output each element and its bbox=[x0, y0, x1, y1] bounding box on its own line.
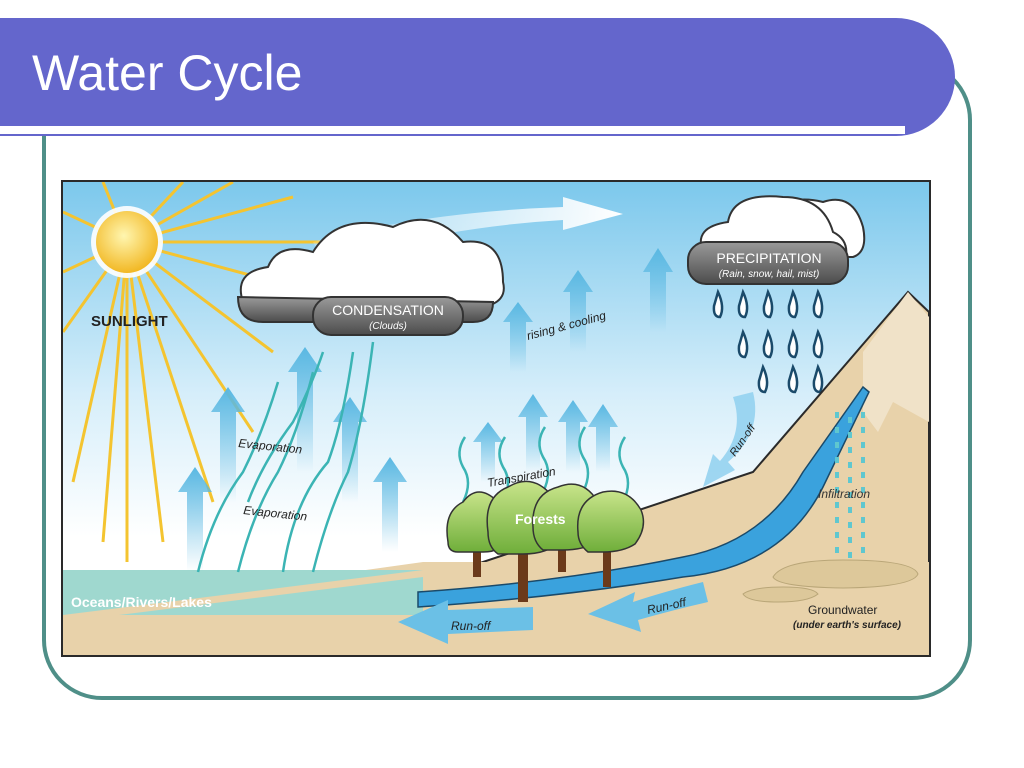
forest-trees-icon bbox=[446, 480, 645, 602]
sunlight-label: SUNLIGHT bbox=[91, 313, 168, 330]
oceans-label: Oceans/Rivers/Lakes bbox=[71, 594, 212, 610]
ocean-shore bbox=[63, 570, 423, 622]
runoff-bottom-arrow bbox=[398, 600, 533, 644]
evaporation-label-2: Evaporation bbox=[243, 503, 308, 524]
rising-cooling-arrows-icon bbox=[503, 248, 673, 372]
title-bar bbox=[0, 18, 955, 136]
rain-drops-icon bbox=[712, 288, 824, 394]
infiltration-dots-icon bbox=[835, 412, 865, 558]
infiltration-label: Infiltration bbox=[818, 487, 870, 501]
mountain-snow bbox=[863, 292, 929, 432]
precipitation-label: PRECIPITATION bbox=[716, 250, 821, 266]
slide-title: Water Cycle bbox=[32, 45, 303, 101]
precipitation-cloud-icon bbox=[687, 195, 866, 285]
precipitation-sublabel: (Rain, snow, hail, mist) bbox=[719, 269, 820, 280]
evaporation-streams-icon bbox=[196, 341, 375, 573]
groundwater-sublabel: (under earth's surface) bbox=[793, 620, 902, 631]
condensation-sublabel: (Clouds) bbox=[369, 321, 407, 332]
infiltration-pool bbox=[772, 559, 919, 589]
wind-arrow-icon bbox=[313, 197, 623, 262]
sun-icon bbox=[63, 182, 323, 562]
diagram-canvas: SUNLIGHT CONDENSATION (Clouds) PRECIPITA… bbox=[63, 182, 929, 655]
groundwater-label: Groundwater bbox=[808, 603, 877, 617]
runoff-middle-arrow bbox=[588, 582, 708, 632]
title-underline bbox=[0, 126, 905, 134]
condensation-cloud-icon bbox=[236, 218, 505, 336]
river bbox=[417, 385, 870, 608]
evaporation-label-1: Evaporation bbox=[238, 436, 303, 457]
runoff-bottom-label: Run-off bbox=[451, 619, 492, 633]
runoff-slope-arrow bbox=[703, 392, 756, 487]
groundwater-pool bbox=[742, 586, 819, 603]
evaporation-arrows-icon bbox=[178, 347, 407, 572]
condensation-label: CONDENSATION bbox=[332, 302, 444, 318]
forests-label: Forests bbox=[515, 511, 566, 527]
water-cycle-diagram: SUNLIGHT CONDENSATION (Clouds) PRECIPITA… bbox=[61, 180, 931, 657]
transpiration-arrows-icon bbox=[473, 394, 618, 482]
